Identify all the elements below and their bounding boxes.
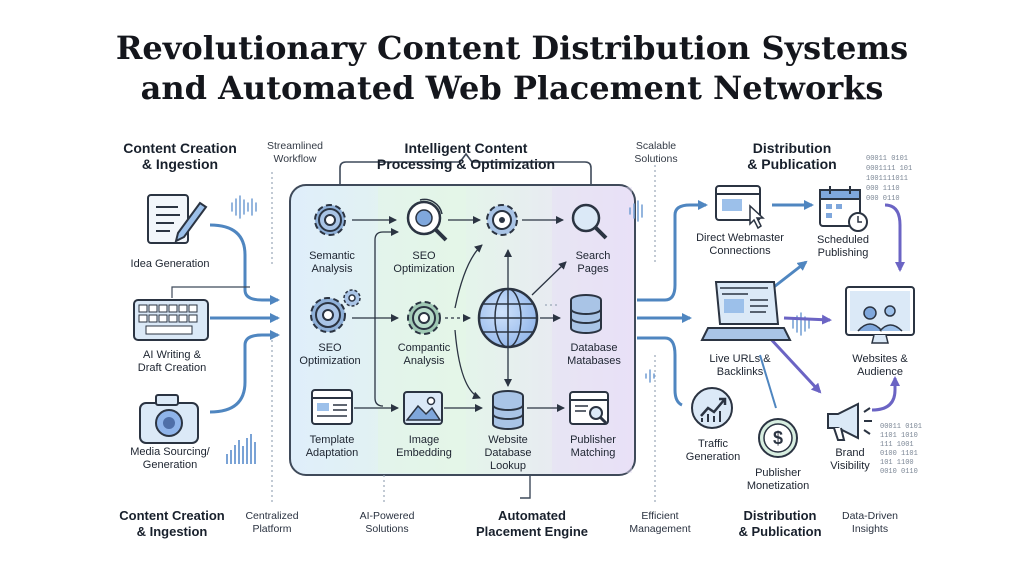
binary-line: 1001111011 bbox=[866, 175, 908, 183]
seo-magnifier-icon bbox=[406, 198, 448, 242]
input-label-media-sourcing: Media Sourcing/Generation bbox=[130, 446, 210, 471]
binary-line: 1101 1010 bbox=[880, 432, 918, 440]
gears-icon bbox=[310, 289, 361, 333]
database-icon bbox=[570, 294, 602, 334]
svg-text:$: $ bbox=[773, 428, 783, 448]
target-gear-icon bbox=[486, 204, 518, 236]
dollar-coin-icon: $ bbox=[758, 418, 798, 458]
wave-decorations bbox=[231, 195, 810, 383]
traffic-chart-icon bbox=[691, 387, 733, 429]
internal-arrows bbox=[352, 216, 567, 412]
title-line-2: and Automated Web Placement Networks bbox=[140, 69, 884, 107]
footer-content-creation: Content Creation& Ingestion bbox=[119, 508, 225, 539]
binary-line: 000 0110 bbox=[866, 195, 900, 203]
browser-search-icon bbox=[569, 391, 609, 425]
binary-line: 00011 0101 bbox=[880, 423, 922, 431]
dotted-guides bbox=[271, 165, 656, 505]
top-brace bbox=[339, 152, 592, 185]
gear-icon bbox=[314, 204, 346, 236]
camera-icon bbox=[139, 394, 199, 444]
document-pen-icon bbox=[147, 194, 208, 244]
megaphone-icon bbox=[827, 402, 872, 441]
binary-line: 111 1001 bbox=[880, 441, 914, 449]
image-icon bbox=[403, 391, 443, 425]
binary-line: 101 1100 bbox=[880, 459, 914, 467]
search-icon bbox=[571, 203, 608, 240]
header-distribution: Distribution& Publication bbox=[747, 140, 837, 172]
database-icon bbox=[492, 390, 524, 430]
binary-line: 000 1110 bbox=[866, 185, 900, 193]
header-content-creation: Content Creation& Ingestion bbox=[123, 140, 237, 172]
binary-line: 0010 0110 bbox=[880, 468, 918, 476]
bottom-brace bbox=[520, 475, 531, 499]
bar-decoration bbox=[226, 434, 256, 464]
laptop-icon bbox=[700, 281, 792, 341]
template-icon bbox=[311, 389, 353, 425]
binary-line: 0100 1101 bbox=[880, 450, 918, 458]
input-label-ai-writing: AI Writing &Draft Creation bbox=[137, 349, 207, 374]
keyboard-icon bbox=[133, 299, 209, 341]
title-line-1: Revolutionary Content Distribution Syste… bbox=[115, 29, 909, 67]
output-arrows bbox=[637, 200, 905, 412]
monitor-audience-icon bbox=[845, 286, 915, 344]
binary-line: 0001111 101 bbox=[866, 165, 912, 173]
output-label-websites-audience: Websites &Audience bbox=[852, 353, 908, 378]
input-arrows bbox=[171, 223, 280, 414]
binary-text-top: 00011 0101 0001111 101 1001111011 000 1110 0… bbox=[866, 155, 912, 203]
binary-line: 00011 0101 bbox=[866, 155, 908, 163]
gear-icon bbox=[407, 301, 441, 335]
input-label-idea-generation: Idea Generation bbox=[130, 258, 210, 270]
footer-distribution-publication: Distribution& Publication bbox=[738, 508, 822, 539]
globe-icon bbox=[477, 287, 539, 349]
browser-cursor-icon bbox=[715, 185, 765, 230]
output-label-live-urls: Live URLs &Backlinks bbox=[709, 353, 771, 378]
calendar-clock-icon bbox=[819, 186, 868, 232]
